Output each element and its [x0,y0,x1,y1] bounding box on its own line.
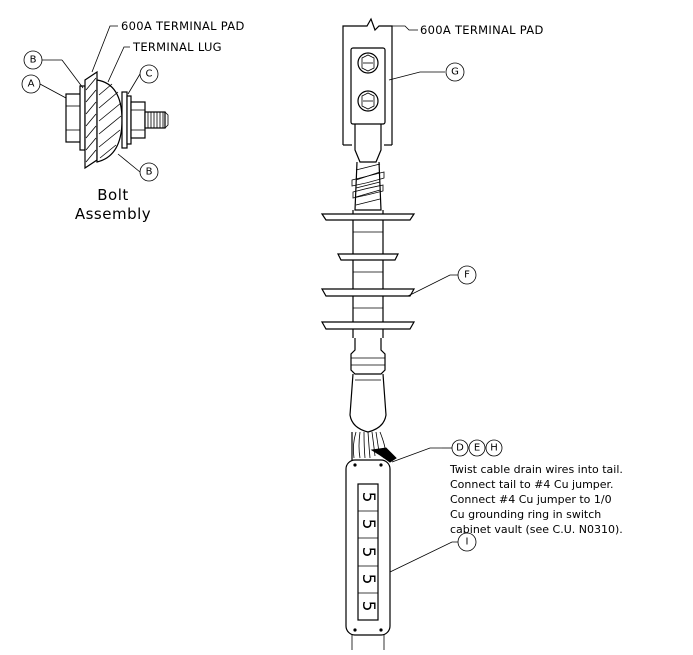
terminal-lug-label: TERMINAL LUG [132,40,222,54]
phase-digit: 5 [358,574,378,585]
bolt-assembly-title-line1: Bolt [97,186,129,204]
svg-text:C: C [146,69,153,80]
callout-G: G [445,62,465,82]
note-line-2: Connect tail to #4 Cu jumper. [450,478,614,491]
callout-E: E [468,439,486,457]
callout-B-top: B [23,50,62,70]
callout-H: H [485,439,503,457]
terminal-pad-label-left: 600A TERMINAL PAD [121,19,245,33]
phase-digit: 5 [358,519,378,530]
phase-digit: 5 [358,601,378,612]
phase-marker-digits: 5 5 5 5 5 [358,492,378,612]
note-line-5: cabinet vault (see C.U. N0310). [450,523,623,536]
terminator-assembly: 5 5 5 5 5 [320,17,458,650]
svg-text:B: B [30,55,37,66]
callout-D: D [451,439,469,457]
callout-I: I [457,532,477,552]
svg-text:A: A [28,79,35,90]
callout-B-bottom: B [139,162,159,182]
bolt-assembly-detail [39,25,169,173]
note-line-4: Cu grounding ring in switch [450,508,601,521]
svg-text:B: B [146,167,153,178]
svg-text:H: H [490,443,498,454]
note-line-1: Twist cable drain wires into tail. [449,463,623,476]
callout-F: F [457,265,477,285]
grounding-note: Twist cable drain wires into tail. Conne… [449,463,623,536]
svg-text:G: G [451,67,459,78]
svg-text:F: F [464,270,470,281]
svg-text:D: D [456,443,464,454]
callout-C: C [139,64,159,84]
phase-digit: 5 [358,492,378,503]
bolt-assembly-title-line2: Assembly [75,205,151,223]
callout-A: A [21,74,41,94]
svg-text:I: I [466,537,469,548]
phase-digit: 5 [358,547,378,558]
terminal-pad-label-right: 600A TERMINAL PAD [420,23,544,37]
svg-text:E: E [474,443,480,454]
note-line-3: Connect #4 Cu jumper to 1/0 [450,493,612,506]
